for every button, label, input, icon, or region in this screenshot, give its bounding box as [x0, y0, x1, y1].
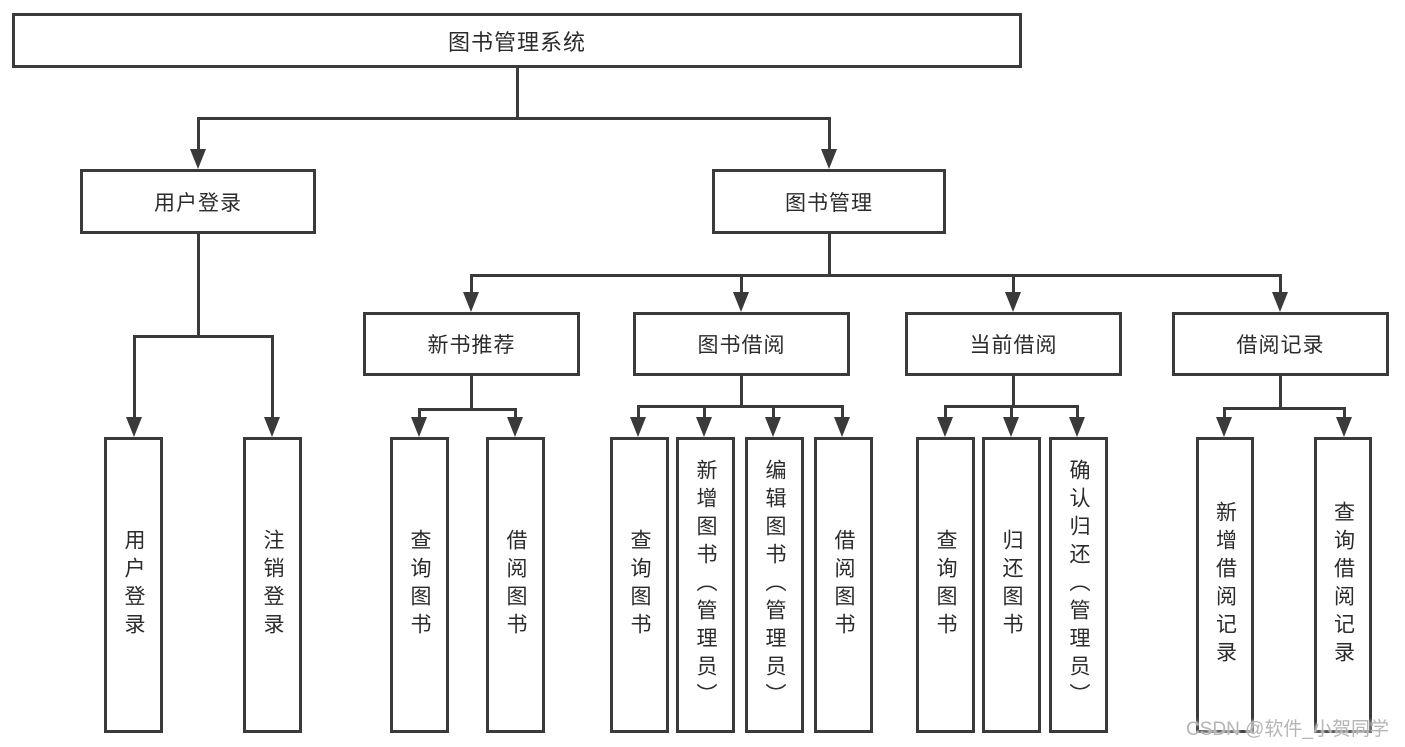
leaf-return-books: 归还图书 — [982, 437, 1041, 733]
arrowhead-to-confirm-return-admin — [1069, 417, 1085, 437]
arrowhead-to-edit-books-admin — [765, 417, 781, 437]
leaf-add-borrow-record-label: 新增借阅记录 — [1213, 501, 1237, 669]
leaf-borrowing-borrow-books: 借阅图书 — [814, 437, 873, 733]
connector-borrowing-drop-1 — [637, 405, 640, 419]
leaf-add-books-admin-label: 新增图书（管理员） — [694, 459, 717, 711]
arrowhead-to-current-query-books — [937, 417, 953, 437]
arrowhead-to-recommend-query-books — [411, 417, 427, 437]
connector-current-drop-1 — [944, 405, 947, 419]
leaf-add-books-admin: 新增图书（管理员） — [676, 437, 735, 733]
node-user-login: 用户登录 — [80, 169, 316, 234]
connector-root-drop-left — [197, 117, 200, 151]
leaf-add-borrow-record: 新增借阅记录 — [1196, 437, 1254, 733]
node-system-root-label: 图书管理系统 — [447, 29, 586, 55]
connector-recommend-drop-2 — [514, 408, 517, 419]
node-user-login-label: 用户登录 — [154, 191, 242, 215]
connector-borrowing-drop-3 — [772, 405, 775, 419]
arrowhead-to-add-books-admin — [696, 417, 712, 437]
connector-current-stem — [1012, 376, 1015, 405]
connector-root-drop-right — [828, 117, 831, 151]
connector-records-drop-2 — [1343, 407, 1346, 419]
connector-borrowing-drop-2 — [703, 405, 706, 419]
connector-records-hline — [1223, 407, 1345, 410]
leaf-current-query-books-label: 查询图书 — [934, 529, 957, 641]
arrowhead-to-new-book-recommend — [463, 292, 479, 312]
connector-current-drop-3 — [1076, 405, 1079, 419]
connector-bookmgmt-stem — [828, 234, 831, 274]
arrowhead-to-leaf-user-login — [126, 417, 142, 437]
connector-userlogin-stem — [197, 234, 200, 335]
arrowhead-to-book-borrowing — [733, 292, 749, 312]
leaf-borrowing-query-books-label: 查询图书 — [628, 529, 651, 641]
leaf-current-query-books: 查询图书 — [916, 437, 975, 733]
arrowhead-to-borrowing-borrow-books — [834, 417, 850, 437]
leaf-recommend-query-books-label: 查询图书 — [408, 529, 431, 641]
node-borrow-records: 借阅记录 — [1172, 312, 1389, 376]
connector-records-stem — [1279, 376, 1282, 407]
leaf-confirm-return-admin-label: 确认归还（管理员） — [1067, 459, 1090, 711]
leaf-recommend-borrow-books: 借阅图书 — [486, 437, 545, 733]
leaf-edit-books-admin: 编辑图书（管理员） — [745, 437, 804, 733]
node-system-root: 图书管理系统 — [12, 13, 1022, 68]
connector-bookmgmt-drop-4 — [1279, 274, 1282, 294]
node-book-management: 图书管理 — [712, 169, 946, 234]
arrowhead-to-borrow-records — [1272, 292, 1288, 312]
arrowhead-to-return-books — [1003, 417, 1019, 437]
node-new-book-recommend-label: 新书推荐 — [427, 334, 516, 357]
connector-recommend-hline — [418, 408, 517, 411]
connector-root-hline — [197, 117, 831, 120]
leaf-borrowing-borrow-books-label: 借阅图书 — [832, 529, 855, 641]
connector-userlogin-drop-1 — [133, 335, 136, 419]
node-book-borrowing: 图书借阅 — [633, 312, 850, 376]
connector-borrowing-drop-4 — [841, 405, 844, 419]
connector-bookmgmt-hline — [470, 274, 1282, 277]
connector-borrowing-hline — [637, 405, 844, 408]
leaf-return-books-label: 归还图书 — [1000, 529, 1023, 641]
leaf-recommend-borrow-books-label: 借阅图书 — [504, 529, 527, 641]
csdn-watermark: CSDN @软件_小贺同学 — [1186, 719, 1389, 740]
leaf-recommend-query-books: 查询图书 — [390, 437, 449, 733]
arrowhead-to-user-login — [190, 149, 206, 169]
arrowhead-to-borrowing-query-books — [630, 417, 646, 437]
connector-userlogin-drop-2 — [271, 335, 274, 419]
leaf-user-login: 用户登录 — [104, 437, 163, 733]
node-new-book-recommend: 新书推荐 — [363, 312, 580, 376]
leaf-query-borrow-record: 查询借阅记录 — [1314, 437, 1372, 733]
node-book-borrowing-label: 图书借阅 — [697, 334, 786, 357]
leaf-logout: 注销登录 — [243, 437, 302, 733]
connector-recommend-drop-1 — [418, 408, 421, 419]
node-book-management-label: 图书管理 — [785, 191, 873, 215]
connector-bookmgmt-drop-1 — [470, 274, 473, 294]
arrowhead-to-leaf-logout — [264, 417, 280, 437]
connector-root-stem — [516, 68, 519, 117]
leaf-logout-label: 注销登录 — [261, 529, 284, 641]
connector-records-drop-1 — [1223, 407, 1226, 419]
connector-bookmgmt-drop-3 — [1012, 274, 1015, 294]
arrowhead-to-query-borrow-record — [1336, 417, 1352, 437]
leaf-query-borrow-record-label: 查询借阅记录 — [1331, 501, 1355, 669]
arrowhead-to-add-borrow-record — [1216, 417, 1232, 437]
arrowhead-to-recommend-borrow-books — [507, 417, 523, 437]
leaf-confirm-return-admin: 确认归还（管理员） — [1049, 437, 1108, 733]
connector-recommend-stem — [470, 376, 473, 408]
connector-current-drop-2 — [1010, 405, 1013, 419]
arrowhead-to-book-management — [821, 149, 837, 169]
leaf-edit-books-admin-label: 编辑图书（管理员） — [763, 459, 786, 711]
connector-bookmgmt-drop-2 — [740, 274, 743, 294]
node-current-borrowing: 当前借阅 — [905, 312, 1122, 376]
leaf-borrowing-query-books: 查询图书 — [610, 437, 669, 733]
node-current-borrowing-label: 当前借阅 — [969, 334, 1058, 357]
connector-userlogin-hline — [133, 335, 274, 338]
node-borrow-records-label: 借阅记录 — [1236, 334, 1325, 357]
leaf-user-login-label: 用户登录 — [122, 529, 145, 641]
connector-borrowing-stem — [740, 376, 743, 405]
arrowhead-to-current-borrowing — [1005, 292, 1021, 312]
